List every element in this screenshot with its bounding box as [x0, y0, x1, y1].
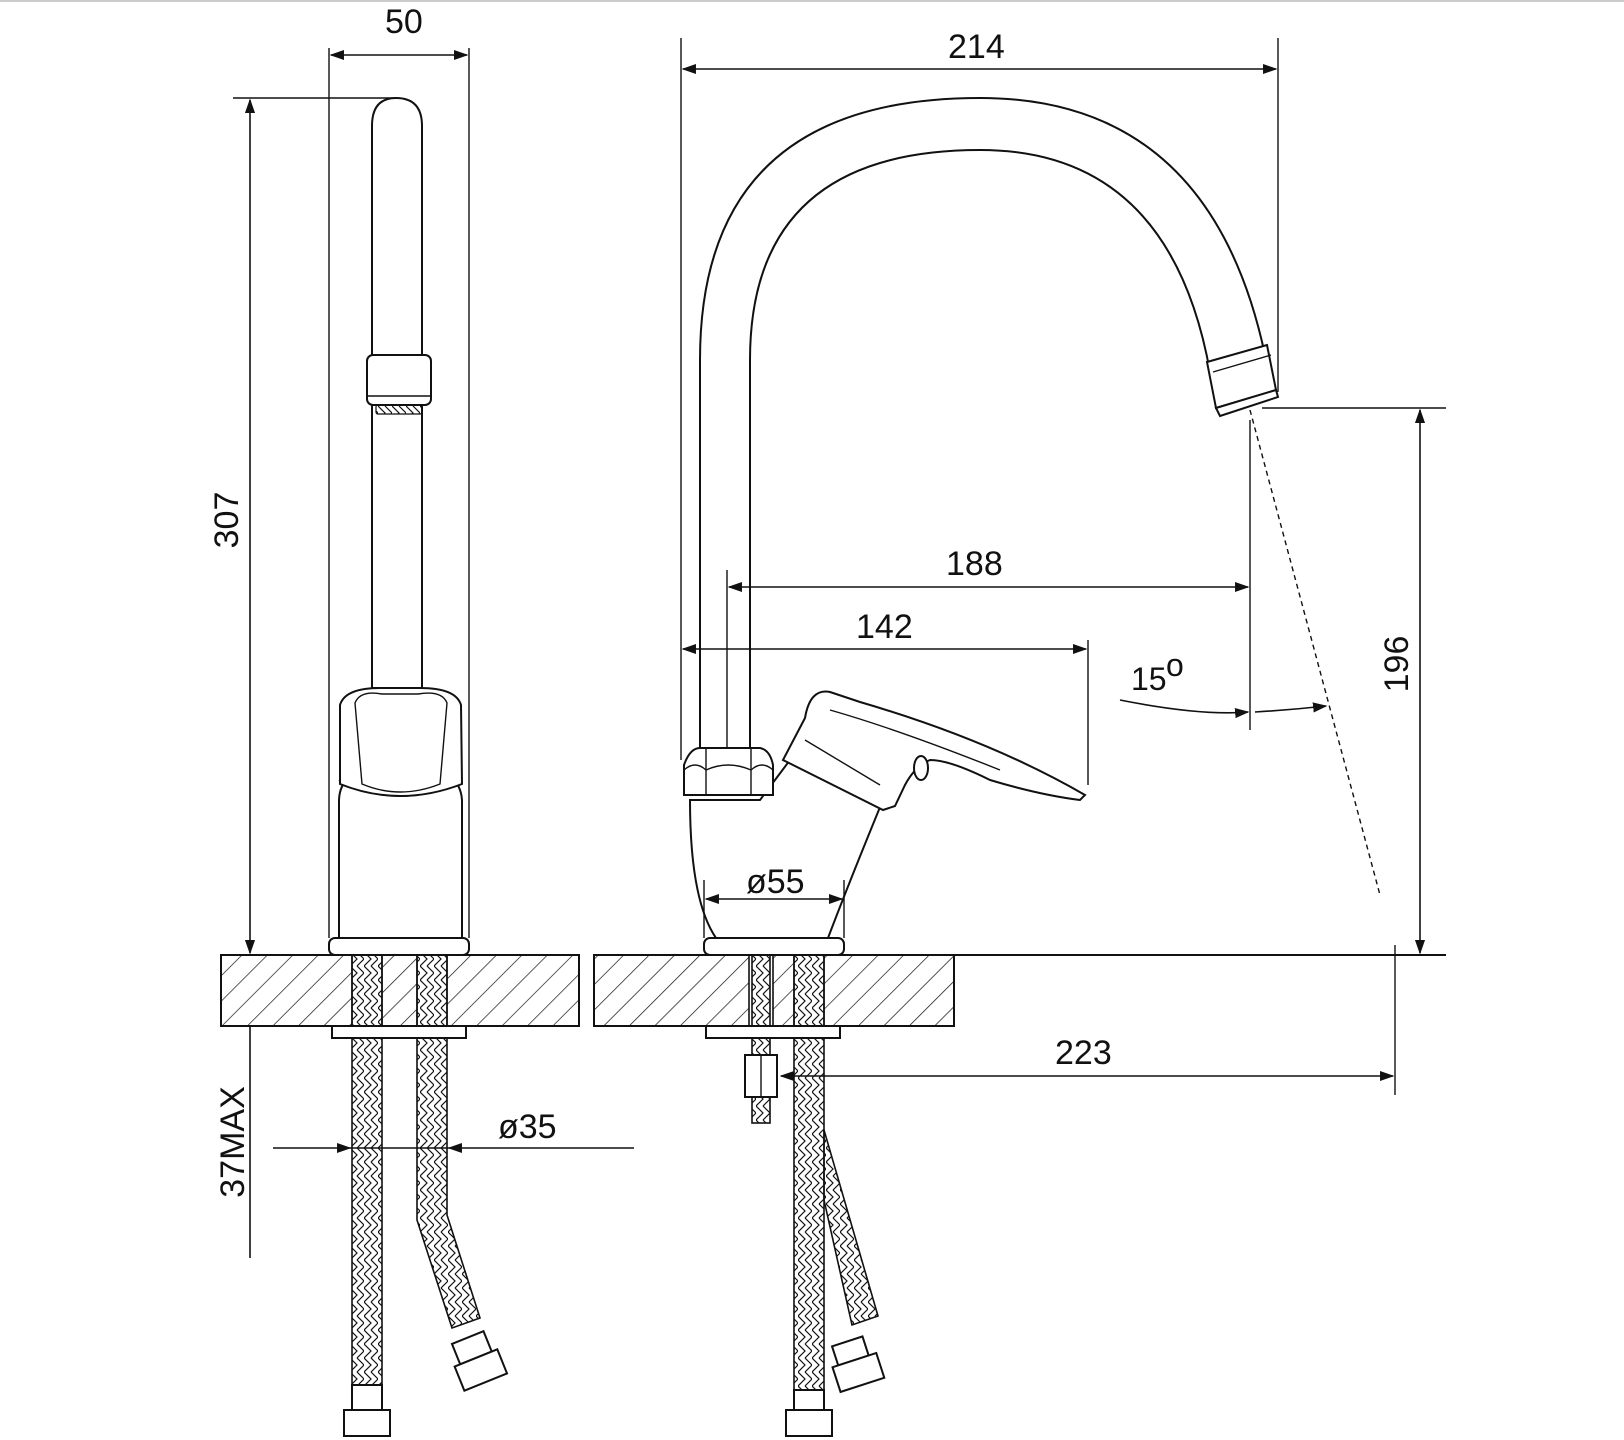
dimension-reach-188: 188 [726, 420, 1251, 748]
hose-right-side [416, 954, 509, 1393]
dimension-label-142: 142 [856, 608, 913, 646]
degree-symbol: o [1166, 647, 1184, 683]
dimension-width-50: 50 [328, 3, 470, 938]
dimension-reach-142: 142 [681, 608, 1089, 785]
dimension-label-37max: 37MAX [214, 1086, 252, 1198]
hose-left-side [343, 954, 391, 1437]
faucet-side-view [328, 96, 509, 1437]
lever-handle [781, 690, 1087, 812]
dimension-reach-223: 223 [779, 945, 1396, 1095]
dimension-span-214: 214 [680, 28, 1279, 760]
dimension-label-196: 196 [1378, 636, 1416, 693]
dimension-label-188: 188 [946, 545, 1003, 583]
hose-front-1 [785, 954, 833, 1437]
dimension-base-55: ø55 [703, 863, 845, 938]
dimension-height-196: 196 [1262, 407, 1446, 955]
dimension-label-55: ø55 [746, 863, 805, 901]
dimension-label-223: 223 [1055, 1034, 1112, 1072]
pipe-nut [683, 747, 774, 796]
dimension-label-307: 307 [208, 492, 246, 549]
dimension-label-35: ø35 [498, 1108, 557, 1146]
countertop-right [593, 954, 955, 1027]
dimension-height-307: 307 [208, 97, 396, 955]
dimension-label-214: 214 [948, 28, 1005, 66]
hose-front-2 [823, 1129, 886, 1394]
countertop-left [220, 954, 580, 1027]
faucet-front-view [683, 96, 1280, 1437]
dimension-max-37: 37MAX [214, 1026, 252, 1258]
aerator-side [366, 354, 432, 415]
aerator-front [1205, 343, 1280, 418]
dimension-label-50: 50 [385, 3, 423, 41]
dimension-angle-15: 15 o [1119, 409, 1381, 896]
dimension-label-15: 15 [1131, 661, 1167, 697]
dimension-hose-35: ø35 [273, 1108, 634, 1154]
